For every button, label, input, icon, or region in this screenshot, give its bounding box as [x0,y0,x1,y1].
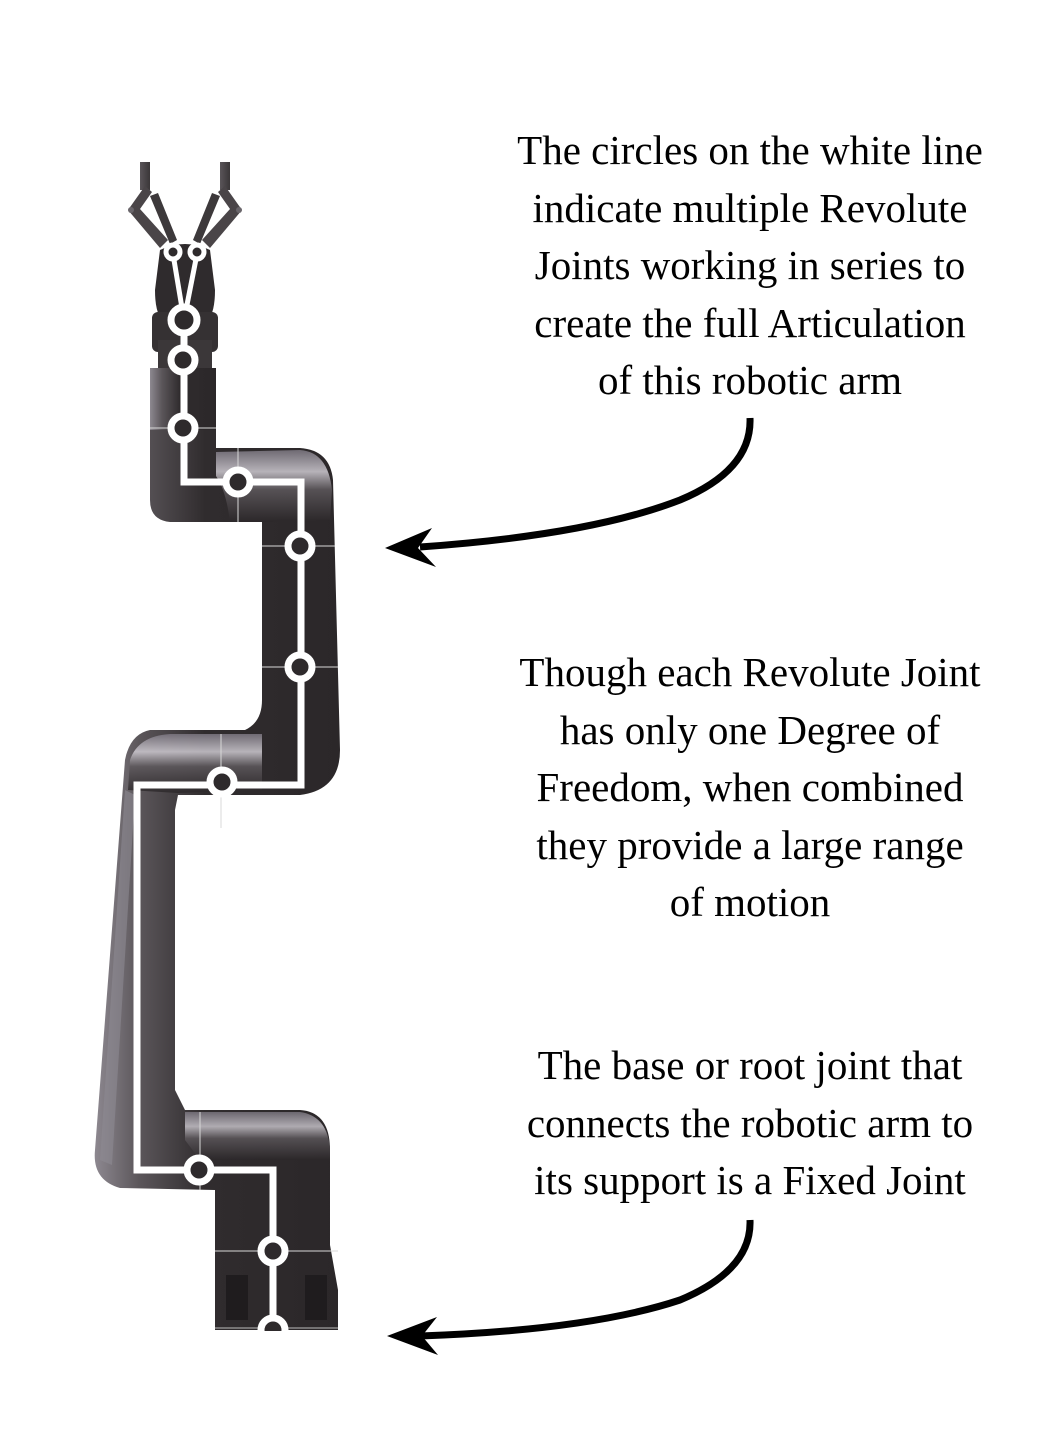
joint-markers [163,242,316,1346]
arm-body [94,368,340,1330]
caption-line: The base or root joint that [537,1042,963,1088]
caption-degrees-of-freedom: Though each Revolute Joint has only one … [470,644,1030,932]
caption-line: of motion [669,879,831,925]
gripper-joint-right-icon [187,242,207,262]
revolute-joint-6-icon [284,651,316,683]
revolute-joint-9-icon [257,1235,289,1267]
caption-line: The circles on the white line [517,127,983,173]
revolute-joint-1-icon [167,303,201,337]
arrowhead-icon [385,528,436,567]
caption-line: connects the robotic arm to [526,1099,974,1146]
revolute-joint-7-icon [206,766,238,798]
caption-line: they provide a large range [536,821,964,868]
arrow-to-revolute-joints [385,417,754,567]
revolute-joint-2-icon [167,344,199,376]
caption-line: create the full Articulation [534,299,966,346]
caption-line: its support is a Fixed Joint [534,1157,966,1203]
gripper-joint-left-icon [163,242,183,262]
caption-line: has only one Degree of [559,706,941,753]
arrowhead-icon [387,1317,438,1355]
caption-line: Joints working in series to [534,242,966,288]
caption-revolute-joints: The circles on the white line indicate m… [470,122,1030,410]
caption-line: Though each Revolute Joint [519,649,981,695]
caption-line: of this robotic arm [597,357,903,403]
revolute-joint-4-icon [222,466,254,498]
arrow-to-fixed-base-joint [387,1219,754,1355]
revolute-joint-8-icon [183,1154,215,1186]
revolute-joint-3-icon [167,412,199,444]
revolute-joint-5-icon [284,530,316,562]
caption-line: indicate multiple Revolute [532,184,968,231]
caption-fixed-joint: The base or root joint that connects the… [470,1037,1030,1210]
caption-line: Freedom, when combined [536,764,964,810]
